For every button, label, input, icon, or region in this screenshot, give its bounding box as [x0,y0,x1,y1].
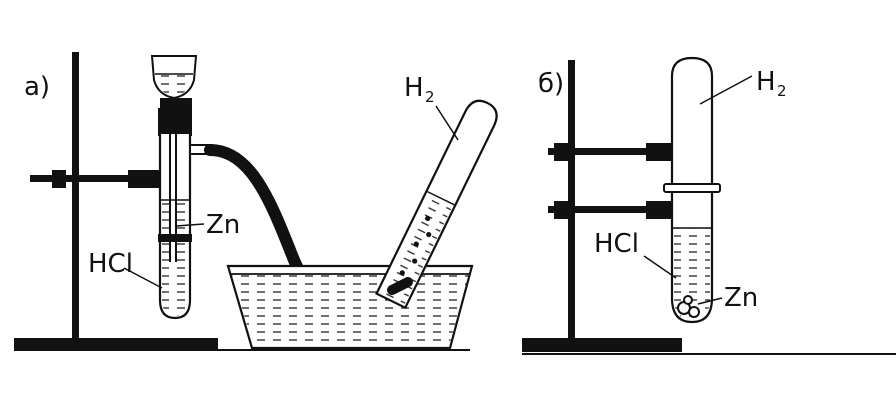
figure-a-gas-label: H 2 [404,73,435,106]
stand-base-a [14,338,218,350]
figure-a-acid-label: HCl [88,249,133,279]
figure-a-panel-label: а) [24,72,50,102]
figure-b-gas-symbol: H [756,67,776,97]
figure-b-gas-subscript: 2 [777,82,787,100]
figure-b-panel-label: б) [538,69,564,99]
figure-b-gas-leader [699,75,753,105]
figure-a-acid-leader [123,267,163,289]
figure-a-metal-leader [175,223,205,227]
water-trough [226,264,474,350]
figure-b-acid-leader [643,255,677,279]
reaction-tube-a [158,108,192,320]
figure-a-gas-leader [435,105,459,141]
figure-b-metal-leader [697,297,723,305]
figure-b-acid-label: HCl [594,229,639,259]
figure-b: б) H 2 [522,56,896,355]
figure-b-metal-label: Zn [724,283,758,313]
clamp-arm-b-lower [548,206,680,213]
figure-a: а) [14,52,498,351]
figure-b-gas-label: H 2 [756,67,787,100]
collecting-tube-a [375,99,498,310]
test-tube-b [663,56,721,324]
clamp-arm-a [30,175,170,182]
figure-a-gas-symbol: H [404,73,424,103]
stand-rod-a [72,52,79,342]
figure-a-metal-label: Zn [206,210,240,240]
clamp-knob-a [52,170,66,188]
clamp-arm-b-upper [548,148,680,155]
figure-a-gas-subscript: 2 [425,88,435,106]
figure-b-stand [522,60,682,352]
dropping-funnel [150,55,198,108]
stand-rod-b [568,60,575,342]
stand-base-b [522,338,682,352]
